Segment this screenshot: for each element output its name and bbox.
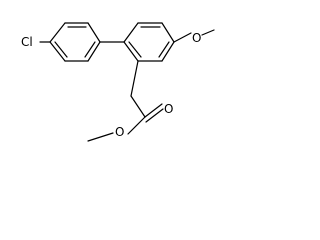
chlorophenyl-ring — [49, 22, 101, 62]
carbonyl-double-bond — [144, 103, 163, 118]
methoxyphenyl-ring — [123, 22, 175, 62]
bond-ch2-carbonyl-carbon — [130, 95, 146, 118]
bond-oxygen-methyl — [201, 29, 215, 36]
bond — [49, 41, 66, 62]
bond — [161, 41, 175, 62]
bond — [87, 41, 101, 62]
carbonyl-double-bond — [145, 108, 164, 123]
bond — [123, 22, 139, 43]
bond — [161, 22, 175, 43]
bond — [123, 41, 139, 62]
methoxy-oxygen-label: O — [192, 31, 201, 45]
double-bond-inner — [54, 41, 68, 58]
ester-oxygen-label: O — [115, 125, 124, 139]
bond-ester-oxygen-methyl — [87, 132, 114, 142]
bond-ring-ch2 — [130, 60, 139, 97]
chlorine-atom-label: Cl — [21, 35, 33, 49]
double-bond-inner — [128, 41, 142, 58]
double-bond-inner — [158, 41, 170, 58]
bond-carbonyl-ester-oxygen — [127, 116, 146, 135]
structure-diagram: Cl O O O — [21, 22, 215, 142]
ester-carbonyl-oxygen-label: O — [164, 102, 173, 116]
bond-ring-methoxy-oxygen — [173, 32, 192, 43]
double-bond-inner — [84, 41, 96, 58]
bond — [49, 22, 66, 43]
bond — [87, 22, 101, 43]
